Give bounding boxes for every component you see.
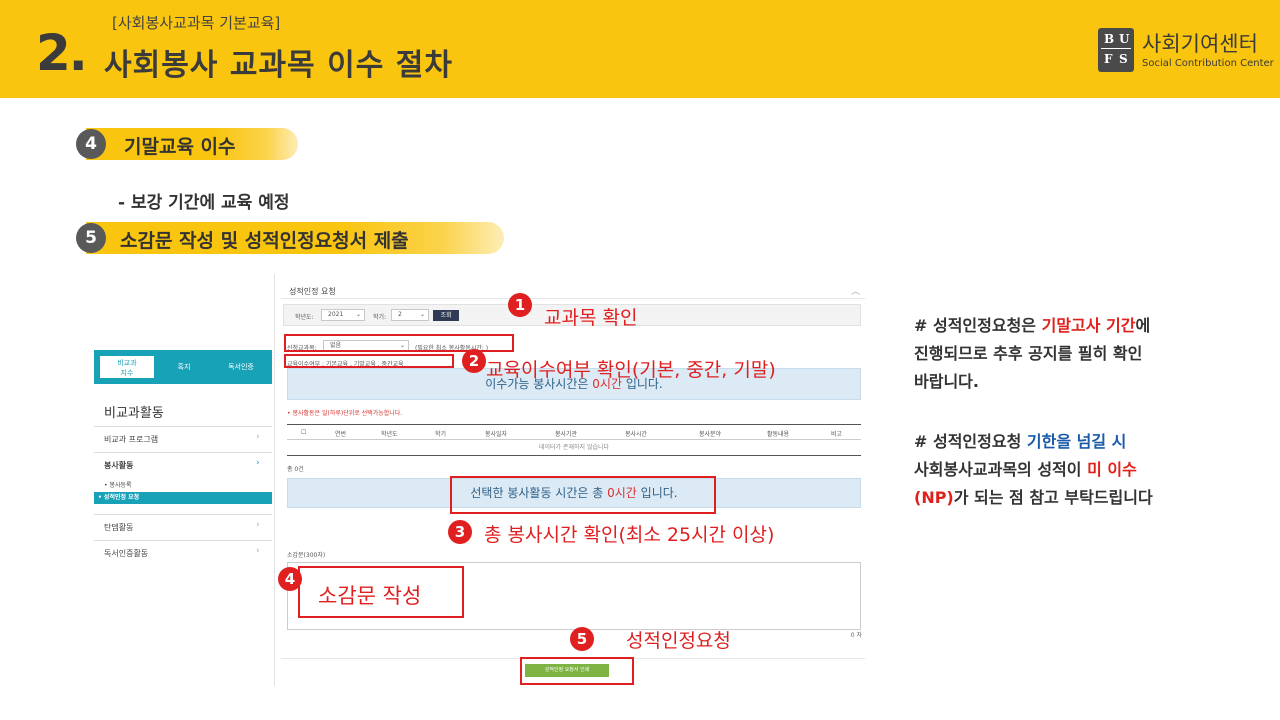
annotation-5-box [520, 657, 634, 685]
sidebar-heading: 비교과활동 [104, 406, 164, 421]
select-all-checkbox[interactable]: ☐ [301, 429, 307, 436]
annotation-4-text: 소감문 작성 [318, 584, 422, 608]
print-request-button[interactable]: 성적인정 요청서 인쇄 [525, 664, 609, 677]
annotation-4-number: 4 [278, 567, 302, 591]
available-hours-box: 이수가능 봉사시간은 0시간 입니다. [287, 368, 861, 400]
annotation-1-number: 1 [508, 293, 532, 317]
essay-textarea[interactable] [287, 562, 861, 630]
sidebar-subitem-register[interactable]: • 봉사등록 [104, 482, 132, 489]
sidebar-item-tandem[interactable]: 탄뎀활동 [104, 523, 134, 532]
semester-label: 학기: [373, 314, 387, 321]
annotation-5-number: 5 [570, 627, 594, 651]
bufs-logo: B U F S [1098, 28, 1134, 72]
tab-reading-cert[interactable]: 독서인증 [228, 363, 254, 371]
annotation-3-box [450, 476, 716, 514]
section-number: 2. [36, 24, 88, 82]
chevron-right-icon: › [256, 520, 260, 530]
sidebar-item-volunteer[interactable]: 봉사활동 [104, 461, 134, 470]
year-select[interactable]: 2021⌄ [321, 309, 365, 321]
section-subtitle: [사회봉사교과목 기본교육] [112, 14, 281, 32]
step4-number: 4 [76, 129, 106, 159]
course-min-hours: (필요한 최소 봉사활동시간: ) [415, 345, 489, 352]
step5-number: 5 [76, 223, 106, 253]
center-name-en: Social Contribution Center [1142, 58, 1274, 69]
year-label: 학년도: [295, 314, 314, 321]
sidebar-tabs: 비교과 지수 혹지 독서인증 [94, 350, 272, 384]
volunteer-table-header: ☐ 연번 학년도 학기 봉사일자 봉사기관 봉사시간 봉사분야 활동내용 비고 [287, 424, 861, 440]
annotation-3-number: 3 [448, 520, 472, 544]
step5-label: 소감문 작성 및 성적인정요청서 제출 [120, 230, 409, 252]
note-late-penalty: # 성적인정요청 기한을 넘길 시 사회봉사교과목의 성적이 미 이수 (NP)… [914, 432, 1153, 507]
chevron-up-icon[interactable]: ︿ [850, 287, 860, 297]
total-count: 총 0건 [287, 466, 304, 473]
chevron-right-icon: › [256, 546, 260, 556]
note-deadline-period: # 성적인정요청은 기말고사 기간에 진행되므로 추후 공지를 필히 확인 바랍… [914, 316, 1151, 391]
step4-pill [86, 128, 298, 160]
annotation-3-text: 총 봉사시간 확인(최소 25시간 이상) [484, 524, 775, 546]
center-name: 사회기여센터 [1142, 32, 1258, 56]
tab-2[interactable]: 혹지 [177, 363, 191, 371]
step4-bullet: - 보강 기간에 교육 예정 [118, 193, 290, 213]
annotation-2-text: 교육이수여부 확인(기본, 중간, 기말) [486, 359, 776, 381]
annotation-1-text: 교과목 확인 [544, 307, 638, 329]
annotation-2-box [284, 354, 454, 368]
sidebar-item-reading[interactable]: 독서인증활동 [104, 549, 149, 558]
chevron-right-icon: › [256, 432, 260, 442]
header-band: 2. [사회봉사교과목 기본교육] 사회봉사 교과목 이수 절차 B U F S… [0, 0, 1280, 98]
table-empty-message: 데이터가 존재하지 않습니다 [287, 440, 861, 456]
course-label: 신청교과목: [287, 345, 317, 352]
annotation-4-box [298, 566, 464, 618]
sidebar-subitem-grade-request[interactable]: • 성적인정 요청 [94, 492, 272, 504]
sidebar-item-program[interactable]: 비교과 프로그램 [104, 435, 159, 444]
selected-hours-box: 선택한 봉사활동 시간은 총 0시간 입니다. [287, 478, 861, 508]
essay-char-count: 0 자 [850, 632, 862, 639]
essay-label: 소감문(300자) [287, 552, 326, 559]
annotation-5-text: 성적인정요청 [626, 630, 731, 652]
search-button[interactable]: 조회 [433, 310, 459, 321]
annotation-2-number: 2 [462, 349, 486, 373]
education-status: 교육이수여부 : 기본교육 , 기말교육 , 중간교육 [287, 361, 404, 368]
notice-text: • 봉사활동은 일(하루)단위로 선택가능합니다. [287, 410, 403, 417]
screenshot-title: 성적인정 요청 [289, 287, 336, 296]
page-title: 사회봉사 교과목 이수 절차 [104, 48, 453, 83]
screenshot-sidebar: 비교과 지수 혹지 독서인증 비교과활동 비교과 프로그램 › 봉사활동 › •… [94, 350, 272, 566]
tab-noncurricular-index[interactable]: 비교과 지수 [100, 356, 154, 378]
step4-label: 기말교육 이수 [124, 136, 236, 158]
step5-pill [86, 222, 504, 254]
chevron-right-icon: › [256, 458, 260, 468]
semester-select[interactable]: 2⌄ [391, 309, 429, 321]
annotation-1-box [284, 334, 514, 352]
